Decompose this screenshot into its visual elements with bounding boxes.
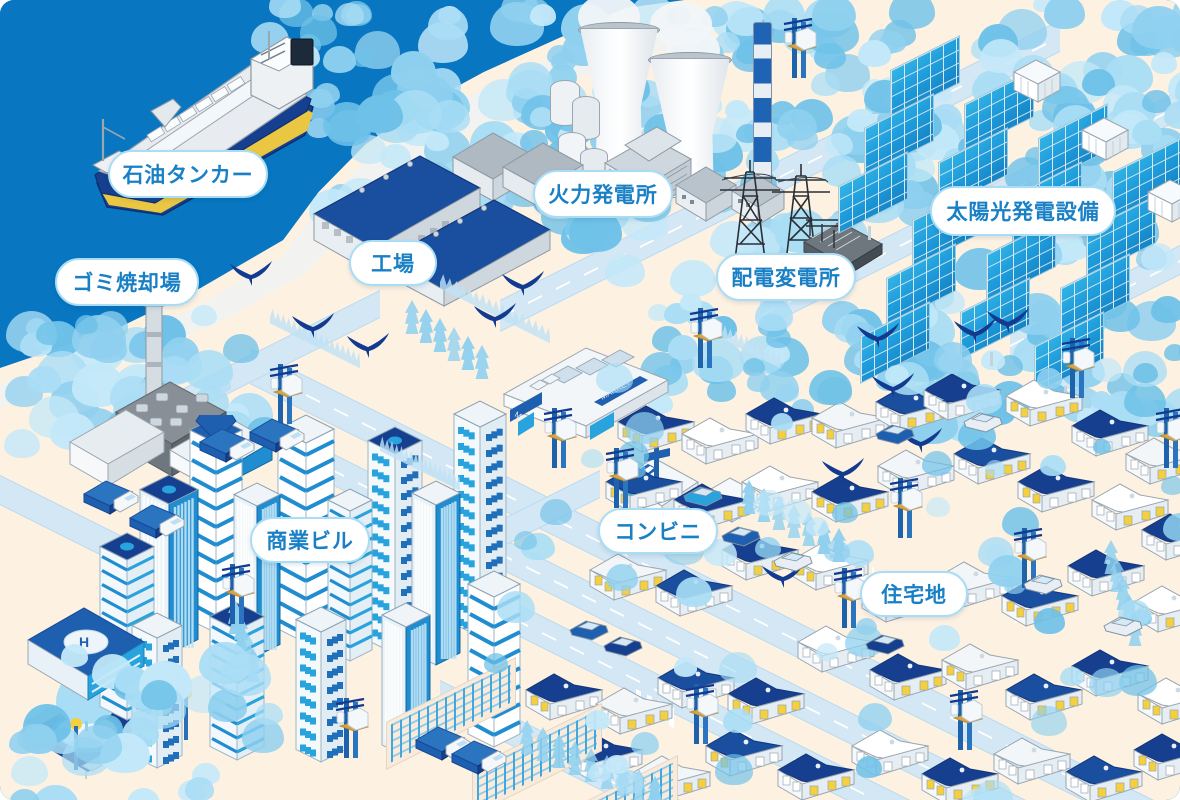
tree <box>1163 344 1180 362</box>
tree <box>648 304 669 322</box>
tree <box>1090 391 1113 410</box>
crop-row <box>472 702 602 800</box>
tree <box>190 304 218 327</box>
tree <box>27 365 61 394</box>
detached-house <box>1132 733 1180 781</box>
detached-house <box>992 737 1072 785</box>
tree <box>428 100 470 134</box>
tree <box>269 0 302 18</box>
tree <box>1142 90 1171 114</box>
map-label-commercial[interactable]: 商業ビル <box>250 517 370 563</box>
tree <box>1150 52 1178 75</box>
tree <box>335 2 364 27</box>
hospital-helipad: H <box>79 634 89 650</box>
tree <box>1163 100 1180 130</box>
map-label-solar-farm[interactable]: 太陽光発電設備 <box>930 186 1116 236</box>
tree <box>1043 0 1085 29</box>
detached-house <box>1004 379 1084 427</box>
map-label-thermal-plant[interactable]: 火力発電所 <box>533 170 673 218</box>
panel-support <box>990 352 993 366</box>
inverter-cabinet <box>1080 117 1130 161</box>
tree <box>323 46 356 74</box>
map-label-residential[interactable]: 住宅地 <box>860 571 968 617</box>
detached-house <box>524 673 604 721</box>
tree <box>427 6 469 41</box>
tree <box>184 350 233 390</box>
detached-house <box>1132 585 1180 633</box>
tree <box>352 49 374 67</box>
tree <box>812 0 857 31</box>
tree <box>507 61 554 100</box>
map-label-convenience[interactable]: コンビニ <box>598 508 718 554</box>
tree <box>813 42 847 70</box>
tree <box>1173 0 1180 20</box>
detached-house <box>1136 677 1180 725</box>
map-label-factory[interactable]: 工場 <box>349 240 437 286</box>
tree <box>74 314 98 334</box>
tree <box>707 378 736 402</box>
tree <box>888 0 935 29</box>
map-label-substation[interactable]: 配電変電所 <box>716 253 856 301</box>
tree <box>604 253 646 288</box>
tree <box>89 332 128 364</box>
solar-power-farm <box>838 34 1180 400</box>
tree <box>787 125 818 151</box>
tree <box>4 429 40 459</box>
tree <box>1132 6 1180 50</box>
panel-support <box>868 226 871 240</box>
detached-house <box>1064 755 1144 800</box>
tree <box>981 350 1006 371</box>
detached-house <box>1090 483 1170 531</box>
tree <box>36 322 64 345</box>
detached-house <box>776 753 856 800</box>
tree <box>857 40 891 68</box>
tree <box>680 293 703 311</box>
tree <box>824 133 854 157</box>
map-label-incinerator[interactable]: ゴミ焼却場 <box>55 258 199 306</box>
detached-house <box>940 643 1020 691</box>
tree <box>223 333 259 364</box>
detached-house <box>868 653 948 701</box>
tree <box>669 259 716 298</box>
tree <box>529 4 556 26</box>
farmland <box>386 656 678 800</box>
tree <box>810 71 840 96</box>
tree <box>1174 72 1180 108</box>
tree <box>725 100 749 120</box>
detached-house <box>1070 409 1150 457</box>
tree <box>322 101 372 142</box>
tree <box>426 132 449 151</box>
inverter-cabinet <box>1146 179 1180 223</box>
map-label-oil-tanker[interactable]: 石油タンカー <box>108 150 268 198</box>
tree <box>1131 119 1163 145</box>
detached-house <box>922 373 1002 421</box>
detached-house <box>1016 465 1096 513</box>
inverter-cabinet <box>1012 59 1062 103</box>
tree <box>1151 296 1180 323</box>
tree <box>529 107 554 127</box>
